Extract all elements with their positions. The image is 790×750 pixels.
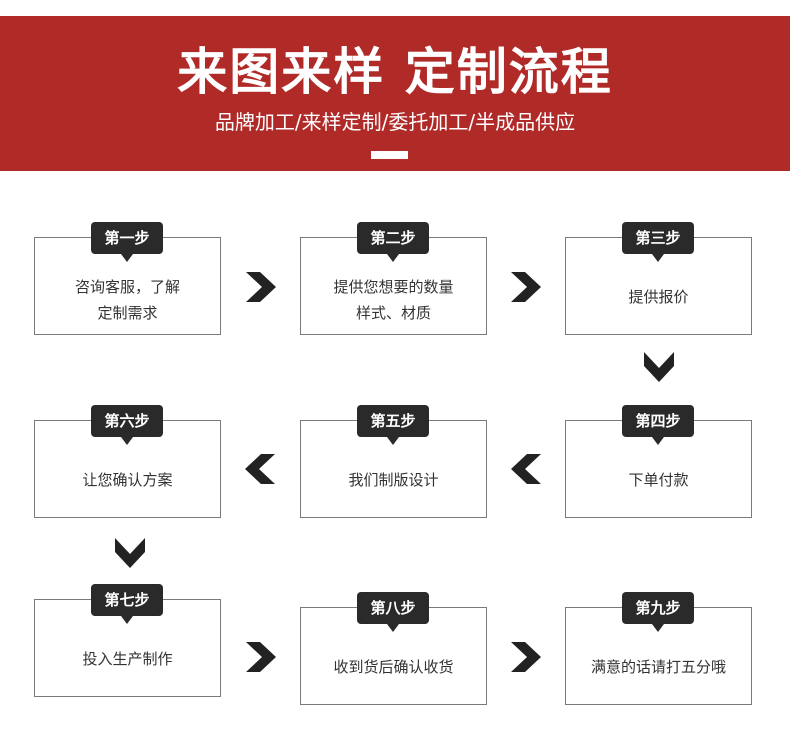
step-4-label: 第四步 [622,405,694,445]
arrow-left-icon [245,454,275,484]
step-7-text: 投入生产制作 [82,650,173,668]
step-6-box: 第六步 让您确认方案 [34,405,221,518]
step-9-box: 第九步 满意的话请打五分哦 [565,592,752,705]
step-8-box: 第八步 收到货后确认收货 [300,592,487,705]
step-8-label: 第八步 [357,592,429,632]
page-title: 来图来样 定制流程 [177,43,613,101]
step-4-text: 下单付款 [628,471,689,489]
step-1-text-line2: 定制需求 [97,304,158,322]
step-3-label: 第三步 [622,222,694,262]
step-3-text: 提供报价 [628,288,689,306]
arrow-left-icon [511,454,541,484]
header-banner: 来图来样 定制流程 品牌加工/来样定制/委托加工/半成品供应 [0,16,790,171]
step-5-text: 我们制版设计 [348,471,439,489]
step-4-box: 第四步 下单付款 [565,405,752,518]
step-2-text: 提供您想要的数量 样式、材质 [301,274,486,326]
step-2-text-line1: 提供您想要的数量 [333,278,454,296]
step-1-label: 第一步 [91,222,163,262]
step-1-text: 咨询客服，了解 定制需求 [35,274,220,326]
step-5-box: 第五步 我们制版设计 [300,405,487,518]
step-1-box: 第一步 咨询客服，了解 定制需求 [34,222,221,335]
arrow-right-icon [246,642,276,672]
arrow-right-icon [511,272,541,302]
step-2-text-line2: 样式、材质 [355,304,431,322]
step-9-text: 满意的话请打五分哦 [590,658,726,676]
step-6-label: 第六步 [91,405,163,445]
arrow-right-icon [246,272,276,302]
step-7-box: 第七步 投入生产制作 [34,584,221,697]
step-9-label: 第九步 [622,592,694,632]
step-5-label: 第五步 [357,405,429,445]
step-2-label: 第二步 [357,222,429,262]
arrow-right-icon [511,642,541,672]
step-8-text: 收到货后确认收货 [333,658,454,676]
step-3-box: 第三步 提供报价 [565,222,752,335]
arrow-down-icon [644,352,674,382]
step-7-label: 第七步 [91,584,163,624]
arrow-down-icon [115,538,145,568]
step-1-text-line1: 咨询客服，了解 [74,278,180,296]
step-2-box: 第二步 提供您想要的数量 样式、材质 [300,222,487,335]
page-subtitle: 品牌加工/来样定制/委托加工/半成品供应 [214,110,576,134]
step-6-text: 让您确认方案 [82,471,173,489]
title-underline-bar [371,151,408,159]
